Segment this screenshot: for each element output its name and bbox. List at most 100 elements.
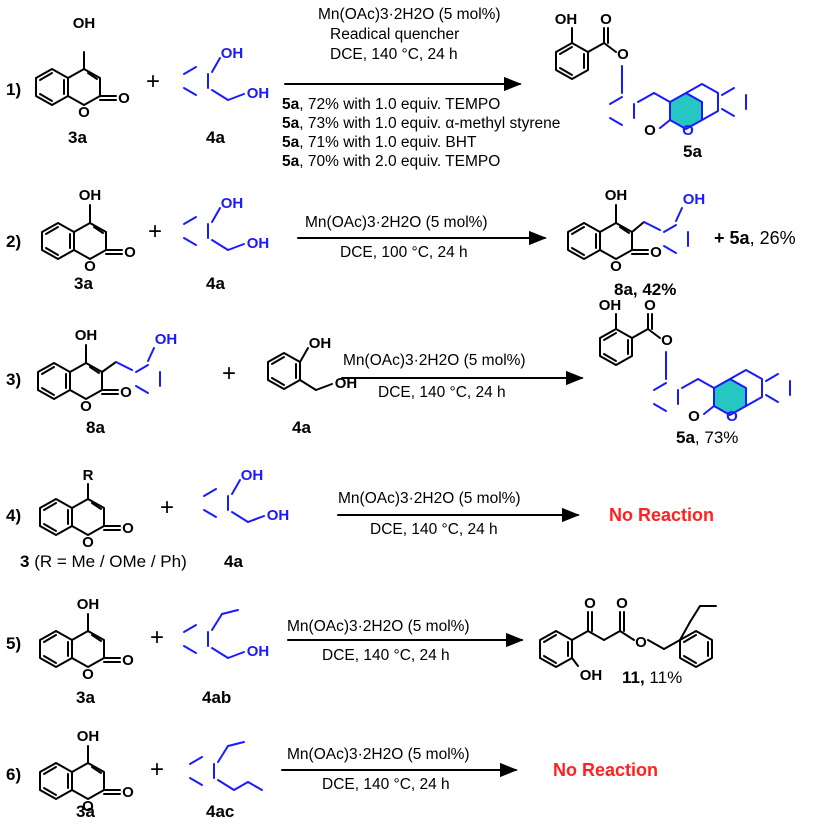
reaction-condition: Mn(OAc)3·2H2O (5 mol%) <box>287 618 470 635</box>
reaction-condition: Mn(OAc)3·2H2O (5 mol%) <box>287 746 470 763</box>
coumarin-3-structure-r4: R O O <box>39 467 134 551</box>
product-label: 11, 11% <box>622 668 683 687</box>
o-atom: O <box>644 122 656 139</box>
reaction-number: 2) <box>6 232 22 251</box>
alcohol-4a-structure-r2: OH OH <box>183 195 270 252</box>
reactant-label: 4a <box>206 274 225 293</box>
reactant-label: 3a <box>76 802 95 821</box>
o-atom: O <box>122 520 134 537</box>
o-atom: O <box>644 297 656 314</box>
oh-atom: OH <box>155 331 178 348</box>
reaction-condition: DCE, 140 °C, 24 h <box>330 46 458 63</box>
reaction-number: 3) <box>6 370 22 389</box>
dimethoxy-4ac-structure <box>189 741 263 791</box>
reactant-label: 4a <box>224 552 243 571</box>
coumarin-3a-structure-r5: OH O O <box>39 596 134 683</box>
o-atom: O <box>650 244 662 261</box>
reactant-label: 3a <box>74 274 93 293</box>
reactant-label: 3a <box>76 688 95 707</box>
product-8a-structure: OH O O OH <box>567 187 706 275</box>
oh-atom: OH <box>555 11 578 28</box>
plus-sign: + <box>160 494 175 521</box>
o-atom: O <box>82 666 94 683</box>
oh-atom: OH <box>77 728 100 745</box>
oh-atom: OH <box>79 187 102 204</box>
oh-atom: OH <box>309 335 332 352</box>
coumarin-3a-structure-r1: OH O O <box>35 15 130 121</box>
o-atom: O <box>118 90 130 107</box>
plus-sign: + <box>148 218 163 245</box>
o-atom: O <box>635 634 647 651</box>
quencher-result: 5a, 72% with 1.0 equiv. TEMPO <box>282 96 501 113</box>
oh-atom: OH <box>580 667 603 684</box>
oh-atom: OH <box>77 596 100 613</box>
o-atom: O <box>78 104 90 121</box>
reaction-number: 5) <box>6 634 22 653</box>
reaction-number: 1) <box>6 80 22 99</box>
o-atom: O <box>80 398 92 415</box>
o-atom: O <box>122 652 134 669</box>
reactant-label: 3 (R = Me / OMe / Ph) <box>20 552 187 571</box>
quencher-result: 5a, 70% with 2.0 equiv. TEMPO <box>282 153 501 170</box>
plus-sign: + <box>146 68 161 95</box>
o-atom: O <box>600 11 612 28</box>
methoxy-alcohol-4ab-structure: OH <box>183 609 269 660</box>
o-atom: O <box>610 258 622 275</box>
o-atom: O <box>682 122 694 139</box>
o-atom: O <box>617 46 629 63</box>
o-atom: O <box>726 408 738 425</box>
alcohol-4a-structure-r1: OH OH <box>183 45 270 102</box>
quencher-result: 5a, 71% with 1.0 equiv. BHT <box>282 134 477 151</box>
oh-atom: OH <box>683 191 706 208</box>
product-label: 5a <box>683 142 702 161</box>
no-reaction-label: No Reaction <box>609 505 715 525</box>
reaction-condition: Mn(OAc)3·2H2O (5 mol%) <box>338 490 521 507</box>
product-11-structure: O O OH O <box>539 595 717 684</box>
plus-sign: + <box>150 624 165 651</box>
reaction-condition: Readical quencher <box>330 26 460 43</box>
r-substituent: R <box>83 467 94 484</box>
product-label: 8a, 42% <box>614 280 677 299</box>
alcohol-4a-structure-r3: OH OH <box>267 335 358 392</box>
compound-8a-structure: OH O O OH <box>37 327 178 415</box>
o-atom: O <box>122 784 134 801</box>
coumarin-3a-structure-r2: OH O O <box>41 187 136 275</box>
o-atom: O <box>661 332 673 349</box>
oh-atom: OH <box>75 327 98 344</box>
reaction-number: 6) <box>6 765 22 784</box>
o-atom: O <box>616 595 628 612</box>
reactant-label: 3a <box>68 128 87 147</box>
o-atom: O <box>120 384 132 401</box>
reactant-label: 4ac <box>206 802 235 821</box>
reaction-condition: Mn(OAc)3·2H2O (5 mol%) <box>318 6 501 23</box>
o-atom: O <box>82 798 94 815</box>
reaction-condition: Mn(OAc)3·2H2O (5 mol%) <box>343 352 526 369</box>
reaction-condition: DCE, 140 °C, 24 h <box>370 521 498 538</box>
reactant-label: 4a <box>206 128 225 147</box>
oh-atom: OH <box>221 45 244 62</box>
plus-sign: + <box>150 756 165 783</box>
oh-atom: OH <box>335 375 358 392</box>
reaction-condition: DCE, 140 °C, 24 h <box>322 647 450 664</box>
oh-atom: OH <box>241 467 264 484</box>
reaction-condition: DCE, 140 °C, 24 h <box>322 776 450 793</box>
oh-atom: OH <box>73 15 96 32</box>
o-atom: O <box>84 258 96 275</box>
oh-atom: OH <box>221 195 244 212</box>
oh-atom: OH <box>599 297 622 314</box>
no-reaction-label: No Reaction <box>553 760 659 780</box>
product-label: 5a, 73% <box>676 428 739 447</box>
oh-atom: OH <box>247 85 270 102</box>
reaction-condition: DCE, 100 °C, 24 h <box>340 244 468 261</box>
alcohol-4a-structure-r4: OH OH <box>203 467 289 524</box>
product-5a-structure-r3: OH O O O O <box>599 297 791 425</box>
o-atom: O <box>688 408 700 425</box>
extra-product: + 5a, 26% <box>714 228 796 248</box>
product-5a-structure-r1: OH O O O O <box>555 11 747 139</box>
coumarin-3a-structure-r6: OH O O <box>39 728 134 815</box>
reactant-label: 4a <box>292 418 311 437</box>
oh-atom: OH <box>247 235 270 252</box>
o-atom: O <box>584 595 596 612</box>
reactant-label: 4ab <box>202 688 232 707</box>
